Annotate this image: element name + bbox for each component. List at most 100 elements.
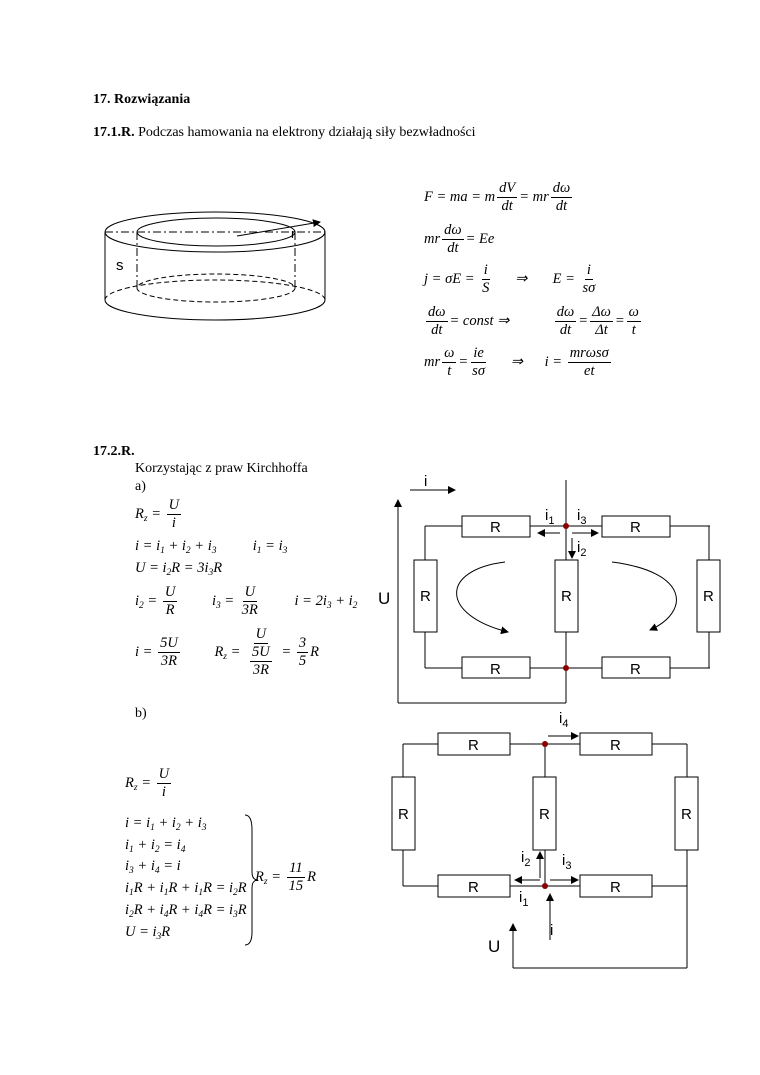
math-text: i bbox=[586, 262, 591, 278]
math-text: 15 bbox=[288, 878, 304, 894]
numerator: U bbox=[253, 626, 269, 644]
numerator: U bbox=[166, 497, 182, 515]
problem-17-2-label: 17.2.R. bbox=[93, 444, 135, 459]
math-text: = bbox=[277, 644, 295, 660]
math-text: dt bbox=[431, 322, 443, 338]
denominator: sσ bbox=[581, 280, 598, 297]
math-text: t bbox=[631, 322, 636, 338]
subscript: z bbox=[143, 513, 148, 524]
math-text: Δω bbox=[592, 304, 611, 320]
math-text: i bbox=[171, 515, 176, 531]
math-text: dt bbox=[447, 240, 459, 256]
fraction: dV dt bbox=[497, 180, 518, 215]
subscript: 2 bbox=[154, 844, 160, 855]
resistor-label: R bbox=[490, 519, 501, 536]
math-text: + i bbox=[154, 815, 176, 831]
math-text: R bbox=[237, 902, 247, 918]
label-U: U bbox=[488, 937, 500, 956]
label-U: U bbox=[378, 589, 390, 608]
math-text: = bbox=[614, 313, 625, 329]
denominator: et bbox=[582, 363, 596, 380]
denominator: 3R bbox=[251, 662, 271, 679]
math-text: Δt bbox=[595, 322, 608, 338]
math-text: i bbox=[125, 902, 130, 918]
math-text: i bbox=[135, 593, 140, 609]
circuit-a bbox=[394, 480, 721, 704]
math-text: dω bbox=[556, 304, 575, 320]
math-text: dV bbox=[499, 180, 516, 196]
problem-17-2-intro: Korzystając z praw Kirchhoffa bbox=[135, 461, 308, 476]
math-text: i = 2i bbox=[261, 593, 327, 609]
resistor-label: R bbox=[468, 737, 479, 754]
numerator: U bbox=[156, 766, 172, 784]
math-text: i bbox=[125, 837, 130, 853]
denominator: dt bbox=[500, 198, 515, 215]
denominator: dt bbox=[558, 322, 573, 339]
subscript: 3 bbox=[156, 931, 162, 942]
resistor-label: R bbox=[610, 737, 621, 754]
math-text: + i bbox=[164, 538, 186, 554]
subscript: 3 bbox=[326, 600, 332, 611]
math-text: i bbox=[125, 880, 130, 896]
math-text: U bbox=[255, 626, 267, 642]
math-text: ω bbox=[628, 304, 639, 320]
denominator: Δt bbox=[593, 322, 610, 339]
denominator: t bbox=[630, 322, 638, 339]
math-text: = i bbox=[261, 538, 283, 554]
subscript: 1 bbox=[160, 545, 165, 556]
denominator: R bbox=[164, 602, 177, 619]
numerator: dV bbox=[497, 180, 518, 198]
math-text: R bbox=[135, 506, 144, 522]
problem-17-1-intro: 17.1.R. Podczas hamowania na elektrony d… bbox=[93, 125, 476, 141]
math-text: 3 bbox=[298, 635, 307, 651]
math-text: dω bbox=[552, 180, 571, 196]
math-text: + i bbox=[133, 837, 155, 853]
resistor-label: R bbox=[490, 661, 501, 678]
math-text: R bbox=[307, 869, 316, 885]
math-text: = bbox=[227, 644, 245, 660]
math-text: i = i bbox=[125, 815, 151, 831]
numerator: 5U bbox=[158, 635, 180, 653]
math-text: R bbox=[161, 924, 171, 940]
math-text: R + i bbox=[168, 880, 199, 896]
math-text: i bbox=[179, 593, 216, 609]
part-a-label: a) bbox=[135, 479, 146, 494]
math-text: F = ma = m bbox=[424, 189, 496, 205]
math-text: t bbox=[447, 363, 452, 379]
numerator: 5U bbox=[250, 644, 272, 662]
math-text: i bbox=[125, 858, 130, 874]
label-i1: i1 bbox=[545, 507, 554, 527]
math-text: R bbox=[310, 644, 319, 660]
math-text: R + i bbox=[133, 902, 164, 918]
label-i4: i4 bbox=[559, 710, 568, 730]
math-text: + i bbox=[331, 593, 353, 609]
label-i3: i3 bbox=[577, 507, 586, 527]
denominator: 5 bbox=[297, 653, 308, 670]
label-i: i bbox=[550, 922, 553, 939]
resistor-label: R bbox=[630, 661, 641, 678]
numerator: 3 bbox=[296, 635, 309, 653]
math-text: R bbox=[255, 869, 264, 885]
math-text: 3R bbox=[160, 653, 177, 669]
numerator: ie bbox=[471, 345, 486, 363]
math-text: U = i bbox=[135, 560, 167, 576]
math-text: i bbox=[216, 538, 257, 554]
subscript: 3 bbox=[201, 822, 207, 833]
section-heading: 17. Rozwiązania bbox=[93, 92, 191, 107]
denominator: dt bbox=[554, 198, 569, 215]
subscript: 2 bbox=[129, 909, 134, 920]
